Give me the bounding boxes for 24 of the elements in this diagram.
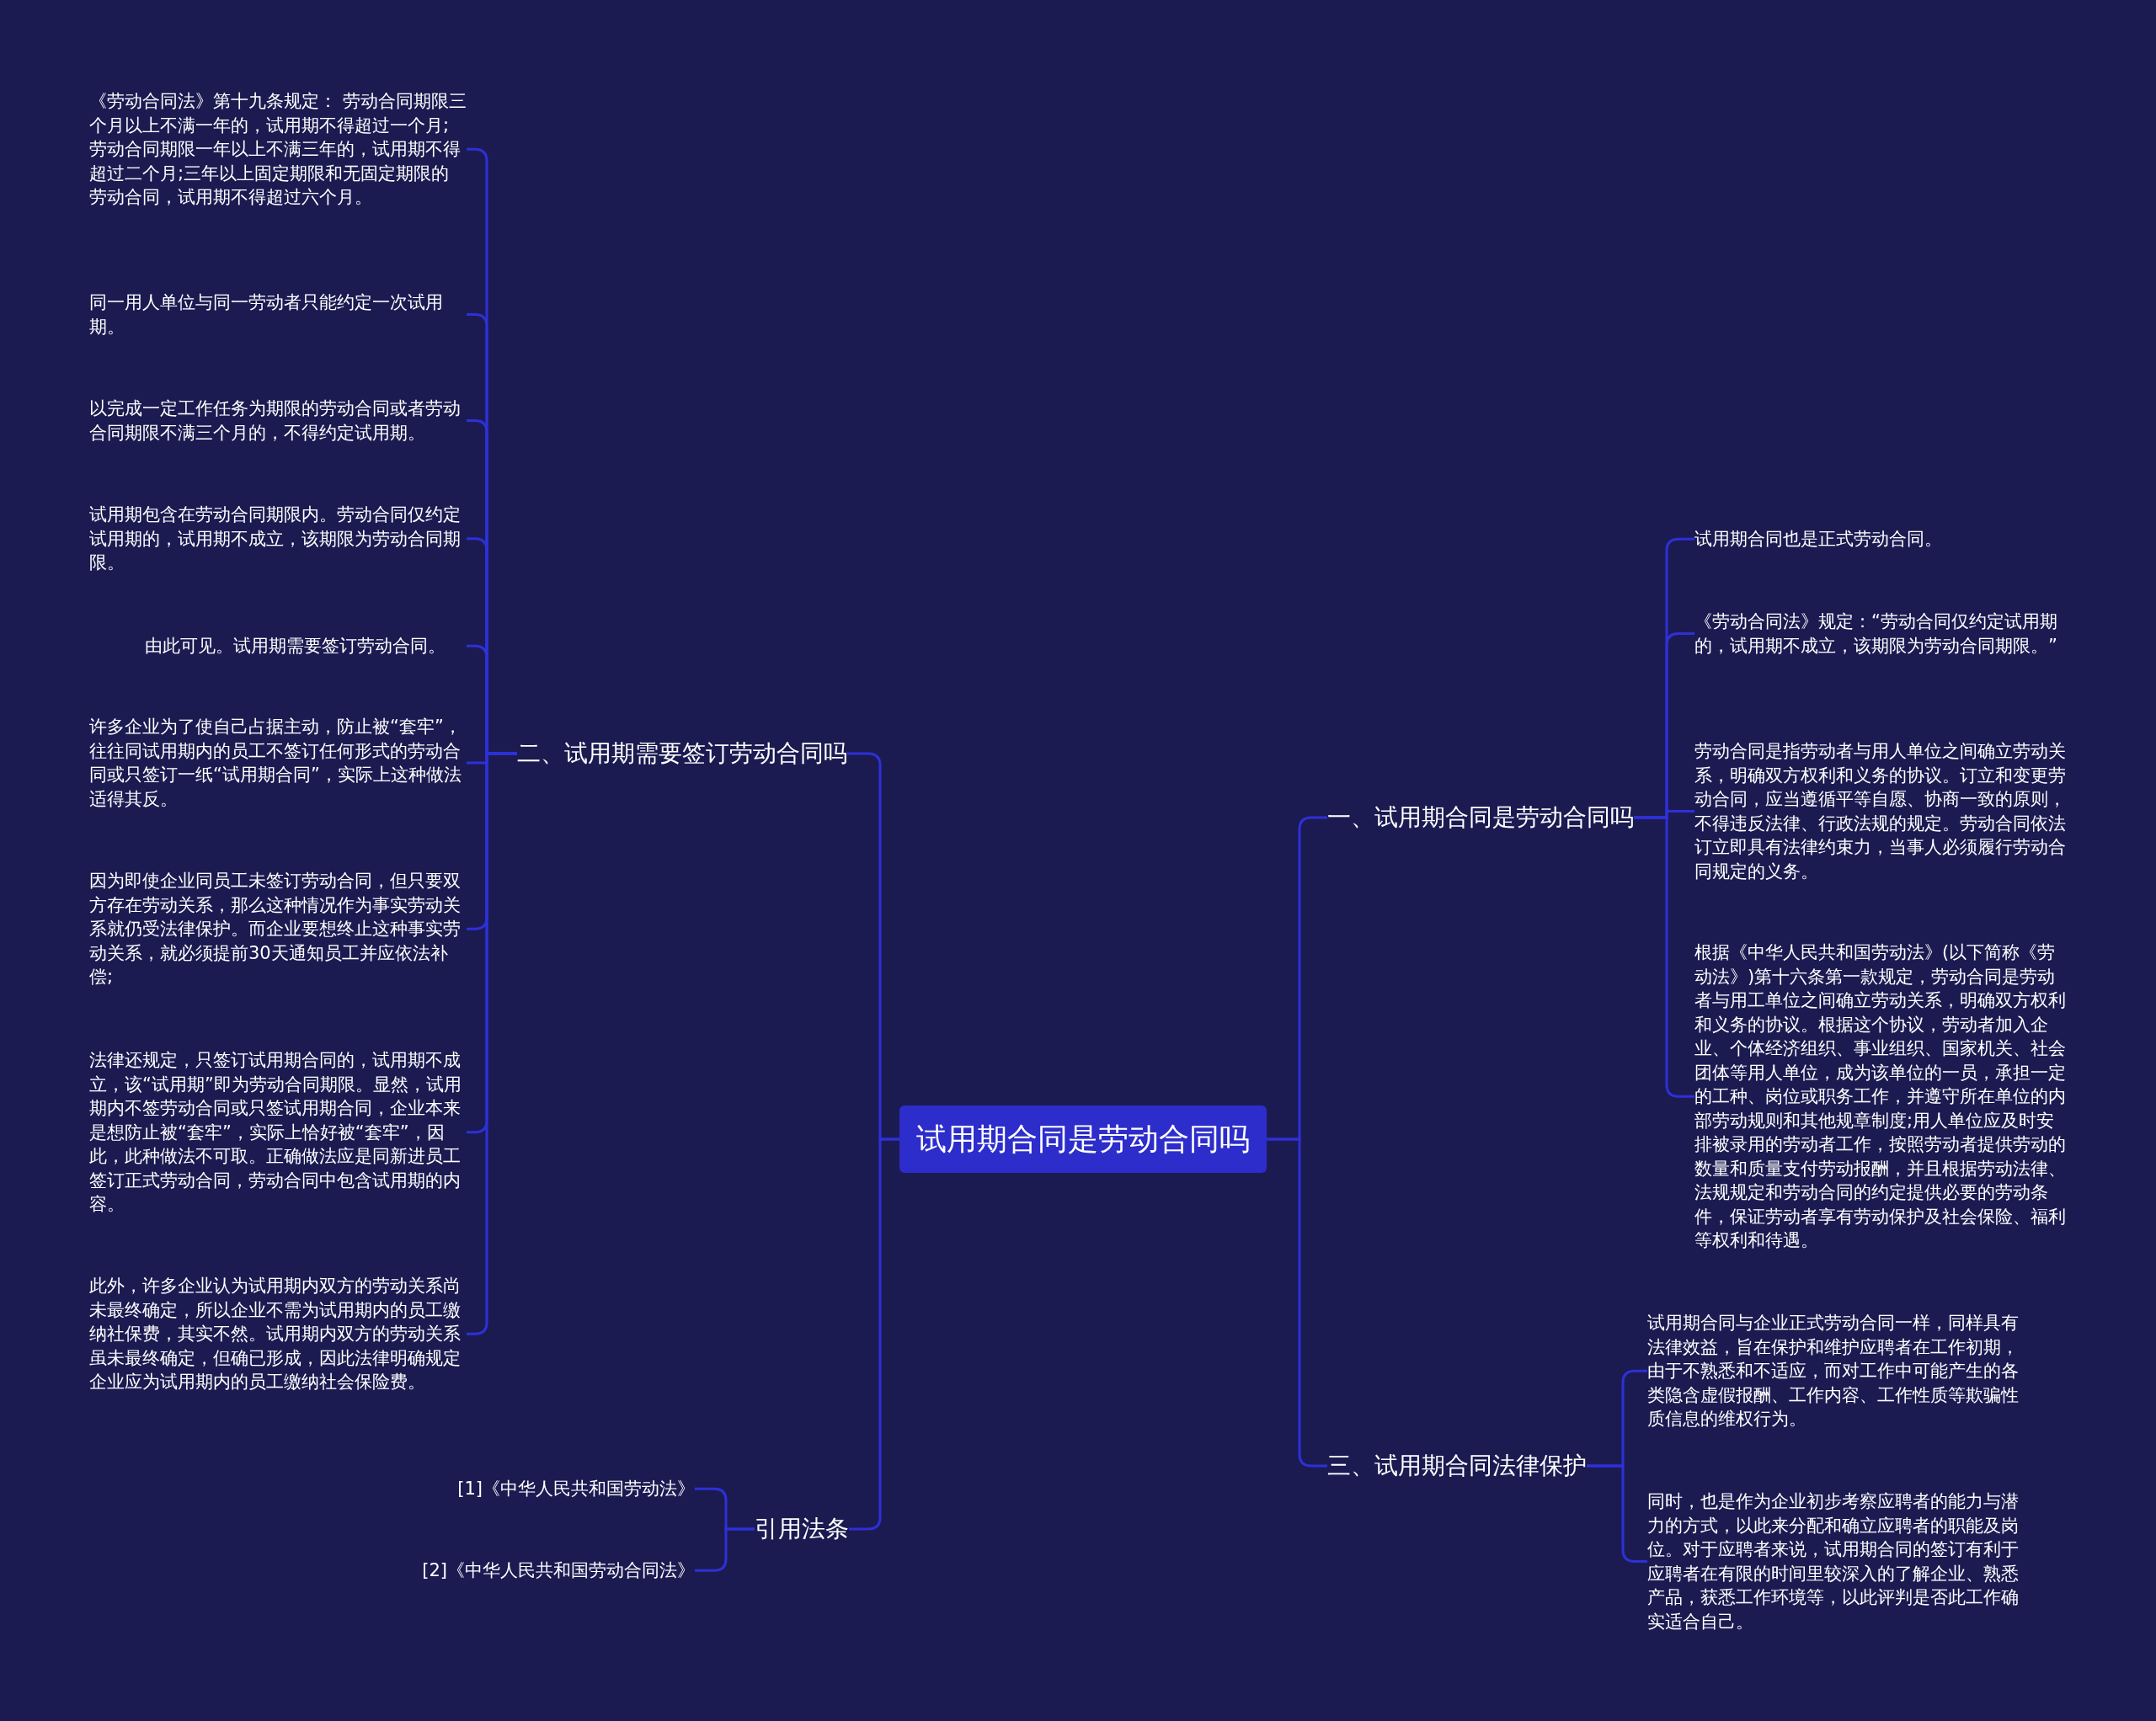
- note-text: [1]《中华人民共和国劳动法》: [457, 1477, 695, 1501]
- note-text: 根据《中华人民共和国劳动法》(以下简称《劳动法》)第十六条第一款规定，劳动合同是劳动者与用工单位之间确立劳动关系，明确双方权利和义务的协议。根据这个协议，劳动者加入企业、个体经济组织、事业组织、国家机关、社会团体等用人单位，成为该单位的一员，承担一定的工种、岗位或职务工作，并遵守所在单位的内部劳动规则和其他规章制度;用人单位应及时安排被录用的劳动者工作，按照劳动者提供劳动的数量和质量支付劳动报酬，并且根据劳动法律、法规规定和劳动合同的约定提供必要的劳动条件，保证劳动者享有劳动保护及社会保险、福利等权利和待遇。: [1694, 940, 2072, 1253]
- note-text: 许多企业为了使自己占据主动，防止被“套牢”，往往同试用期内的员工不签订任何形式的劳动合同或只签订一纸“试用期合同”，实际上这种做法适得其反。: [89, 715, 467, 811]
- note-text: 试用期包含在劳动合同期限内。劳动合同仅约定试用期的，试用期不成立，该期限为劳动合同期限。: [89, 503, 467, 575]
- note-text: 劳动合同是指劳动者与用人单位之间确立劳动关系，明确双方权利和义务的协议。订立和变更劳动合同，应当遵循平等自愿、协商一致的原则，不得违反法律、行政法规的规定。劳动合同依法订立即具有法律约束力，当事人必须履行劳动合同规定的义务。: [1694, 739, 2072, 883]
- note-text: 同一用人单位与同一劳动者只能约定一次试用期。: [89, 290, 467, 338]
- note-text: 同时，也是作为企业初步考察应聘者的能力与潜力的方式，以此来分配和确立应聘者的职能及岗位。对于应聘者来说，试用期合同的签订有利于应聘者在有限的时间里较深入的了解企业、熟悉产品，获悉工作环境等，以此评判是否此工作确实适合自己。: [1647, 1489, 2025, 1633]
- note-text: 此外，许多企业认为试用期内双方的劳动关系尚未最终确定，所以企业不需为试用期内的员工缴纳社保费，其实不然。试用期内双方的劳动关系虽未最终确定，但确已形成，因此法律明确规定企业应为试用期内的员工缴纳社会保险费。: [89, 1274, 467, 1394]
- note-text: 试用期合同也是正式劳动合同。: [1694, 527, 2072, 551]
- connector-line: [849, 1138, 899, 1531]
- central-topic-box: 试用期合同是劳动合同吗: [899, 1106, 1267, 1173]
- branch-topic: 引用法条: [755, 1514, 849, 1544]
- note-text: 因为即使企业同员工未签订劳动合同，但只要双方存在劳动关系，那么这种情况作为事实劳动关系就仍受法律保护。而企业要想终止这种事实劳动关系，就必须提前30天通知员工并应依法补偿;: [89, 869, 467, 989]
- branch-topic: 二、试用期需要签订劳动合同吗: [517, 738, 847, 769]
- note-text: 法律还规定，只签订试用期合同的，试用期不成立，该“试用期”即为劳动合同期限。显然，试用期内不签劳动合同或只签试用期合同，企业本来是想防止被“套牢”，实际上恰好被“套牢”，因此，此种做法不可取。正确做法应是同新进员工签订正式劳动合同，劳动合同中包含试用期的内容。: [89, 1048, 467, 1217]
- connector-line: [695, 1527, 755, 1572]
- note-text: 《劳动合同法》第十九条规定： 劳动合同期限三个月以上不满一年的，试用期不得超过一个月;劳动合同期限一年以上不满三年的，试用期不得超过二个月;三年以上固定期限和无固定期限的劳动合同，试用期不得超过六个月。: [89, 89, 467, 210]
- note-text: [2]《中华人民共和国劳动合同法》: [422, 1558, 695, 1583]
- branch-topic: 一、试用期合同是劳动合同吗: [1327, 802, 1634, 833]
- note-text: 《劳动合同法》规定：“劳动合同仅约定试用期的，试用期不成立，该期限为劳动合同期限。”: [1694, 610, 2072, 658]
- note-text: 试用期合同与企业正式劳动合同一样，同样具有法律效益，旨在保护和维护应聘者在工作初期，由于不熟悉和不适应，而对工作中可能产生的各类隐含虚假报酬、工作内容、工作性质等欺骗性质信息的维权行为。: [1647, 1311, 2025, 1431]
- note-text: 以完成一定工作任务为期限的劳动合同或者劳动合同期限不满三个月的，不得约定试用期。: [89, 397, 467, 445]
- branch-topic: 三、试用期合同法律保护: [1327, 1451, 1587, 1481]
- note-text: 由此可见。试用期需要签订劳动合同。: [89, 634, 467, 658]
